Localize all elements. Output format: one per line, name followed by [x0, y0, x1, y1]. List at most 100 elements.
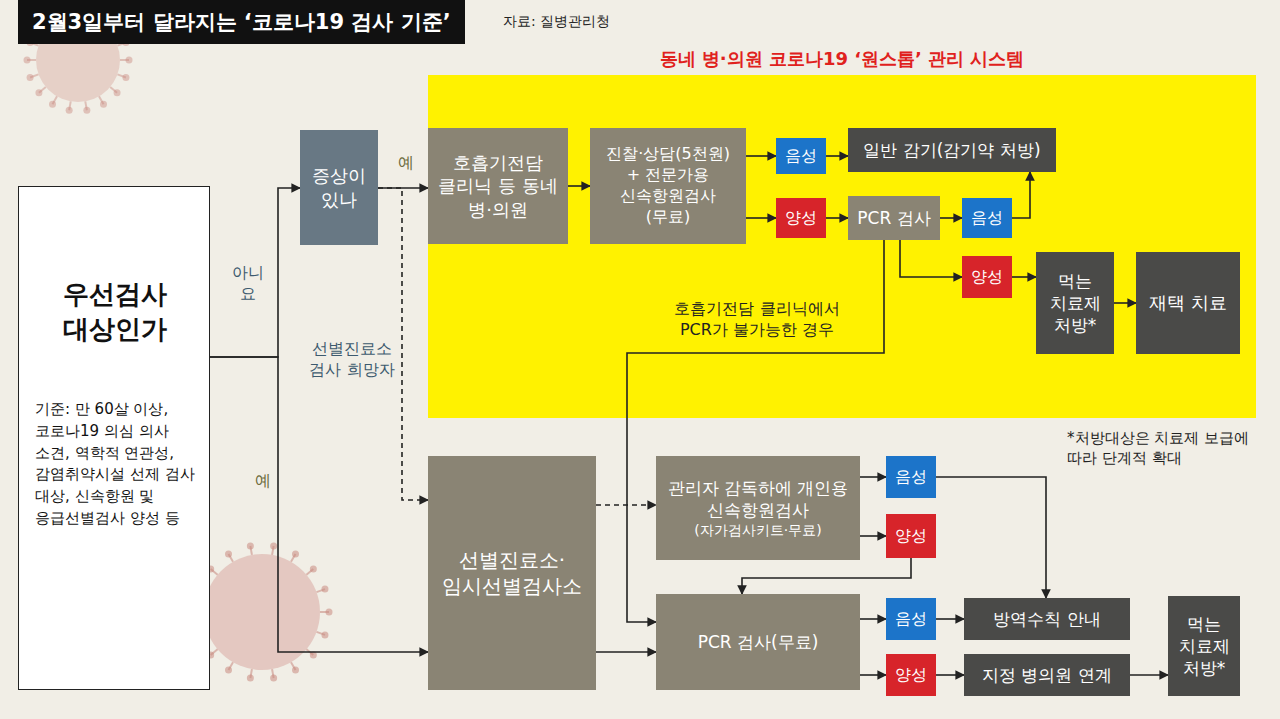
- outcome-box: 재택 치료: [1136, 252, 1240, 354]
- box-label: 음성: [784, 146, 818, 167]
- edge-label: 호흡기전담 클리닉에서 PCR가 불가능한 경우: [664, 298, 850, 342]
- connector: [1114, 302, 1136, 304]
- virus-spike-tip: [126, 57, 133, 64]
- box-label: 양성: [894, 526, 928, 547]
- virus-spike-tip: [35, 89, 42, 96]
- title: 2월3일부터 달라지는 ‘코로나19 검사 기준’: [18, 0, 465, 44]
- connector: [1130, 674, 1168, 676]
- connector: [936, 674, 964, 676]
- source-note: 자료: 질병관리청: [500, 11, 650, 31]
- process-box: 진찰·상담(5천원) + 전문가용 신속항원검사(무료): [590, 128, 746, 244]
- process-box: 호흡기전담 클리닉 등 동네 병·의원: [428, 128, 568, 244]
- box-label: 방역수칙 안내: [972, 608, 1122, 630]
- result-negative: 음성: [962, 198, 1012, 238]
- box-label: 양성: [970, 267, 1004, 288]
- box-label: 먹는 치료제 처방*: [1176, 613, 1232, 679]
- decision-box: 우선검사 대상인가기준: 만 60살 이상, 코로나19 의심 의사 소견, 역…: [18, 186, 210, 690]
- connector: [210, 357, 428, 652]
- process-box: PCR 검사: [848, 196, 940, 240]
- edge-label: 아니요: [222, 262, 274, 306]
- box-label: PCR 검사(무료): [664, 631, 852, 653]
- connector: [1012, 276, 1036, 278]
- band-heading: 동네 병·의원 코로나19 ‘원스톱’ 관리 시스템: [428, 47, 1256, 70]
- virus-spike-tip: [114, 89, 121, 96]
- decision-box: 증상이 있나: [300, 130, 378, 245]
- virus-spike-tip: [292, 550, 299, 557]
- connector: [860, 535, 886, 537]
- outcome-box: 방역수칙 안내: [964, 598, 1130, 640]
- box-label: PCR 검사: [856, 207, 932, 229]
- result-positive: 양성: [886, 654, 936, 696]
- virus-spike-tip: [225, 550, 232, 557]
- system-band: 동네 병·의원 코로나19 ‘원스톱’ 관리 시스템호흡기전담 클리닉 등 동네…: [428, 75, 1256, 418]
- edge-label: 예: [250, 470, 276, 493]
- virus-spike-tip: [321, 586, 328, 593]
- box-note: 기준: 만 60살 이상, 코로나19 의심 의사 소견, 역학적 연관성, 감…: [35, 399, 195, 530]
- box-label: 우선검사 대상인가: [35, 277, 195, 347]
- virus-spike-tip: [27, 74, 34, 81]
- edge-label: 예: [392, 152, 420, 175]
- virus-spike-tip: [49, 101, 56, 108]
- box-label: 재택 치료: [1144, 291, 1232, 314]
- box-label: 음성: [894, 609, 928, 630]
- virus-spike-tip: [321, 631, 328, 638]
- virus-spike-tip: [310, 565, 317, 572]
- connector: [936, 477, 1046, 598]
- virus-spike-tip: [225, 667, 232, 674]
- process-box: 관리자 감독하에 개인용 신속항원검사(자가검사키트·무료): [656, 456, 860, 560]
- connector: [936, 618, 964, 620]
- connector: [568, 185, 590, 187]
- connector: [940, 217, 962, 219]
- virus-spike-tip: [270, 543, 277, 550]
- connector: [210, 188, 300, 357]
- box-note: (자가검사키트·무료): [664, 521, 852, 539]
- result-negative: 음성: [886, 598, 936, 640]
- virus-spike-tip: [292, 667, 299, 674]
- connector: [596, 651, 656, 653]
- box-label: 진찰·상담(5천원) + 전문가용 신속항원검사(무료): [598, 144, 738, 227]
- outcome-box: 일반 감기(감기약 처방): [848, 128, 1056, 172]
- box-label: 양성: [784, 208, 818, 229]
- virus-spike-tip: [66, 107, 73, 114]
- virus-spike-tip: [247, 543, 254, 550]
- box-label: 음성: [970, 208, 1004, 229]
- connector: [596, 504, 656, 506]
- edge-label: 선별진료소 검사 희망자: [306, 338, 398, 382]
- outcome-box: 먹는 치료제 처방*: [1036, 252, 1114, 354]
- box-label: 증상이 있나: [308, 164, 370, 211]
- outcome-box: 지정 병의원 연계: [964, 654, 1130, 696]
- connector: [860, 476, 886, 478]
- connector: [742, 558, 911, 594]
- virus-spike-tip: [247, 674, 254, 681]
- box-label: 먹는 치료제 처방*: [1044, 270, 1106, 336]
- virus-figure: [192, 543, 333, 682]
- connector: [826, 217, 848, 219]
- process-box: PCR 검사(무료): [656, 594, 860, 690]
- connector: [746, 217, 776, 219]
- box-label: 관리자 감독하에 개인용 신속항원검사: [664, 477, 852, 521]
- virus-spike-tip: [270, 674, 277, 681]
- box-label: 일반 감기(감기약 처방): [856, 139, 1048, 161]
- connector: [860, 618, 886, 620]
- box-label: 음성: [894, 467, 928, 488]
- result-negative: 음성: [886, 456, 936, 498]
- outcome-box: 먹는 치료제 처방*: [1168, 596, 1240, 696]
- result-positive: 양성: [962, 256, 1012, 298]
- result-positive: 양성: [886, 514, 936, 558]
- box-label: 호흡기전담 클리닉 등 동네 병·의원: [436, 151, 560, 221]
- result-positive: 양성: [776, 198, 826, 238]
- connector: [826, 155, 848, 157]
- virus-spike-tip: [83, 107, 90, 114]
- box-label: 지정 병의원 연계: [972, 664, 1122, 686]
- virus-spike-tip: [100, 101, 107, 108]
- virus-spike-tip: [122, 74, 129, 81]
- process-box: 선별진료소·임시선별검사소: [428, 456, 596, 690]
- connector: [378, 187, 428, 189]
- box-label: 선별진료소·임시선별검사소: [436, 547, 588, 599]
- result-negative: 음성: [776, 138, 826, 174]
- connector: [746, 155, 776, 157]
- virus-spike-tip: [326, 609, 333, 616]
- connector: [627, 240, 884, 622]
- box-label: 양성: [894, 665, 928, 686]
- virus-spike-tip: [24, 57, 31, 64]
